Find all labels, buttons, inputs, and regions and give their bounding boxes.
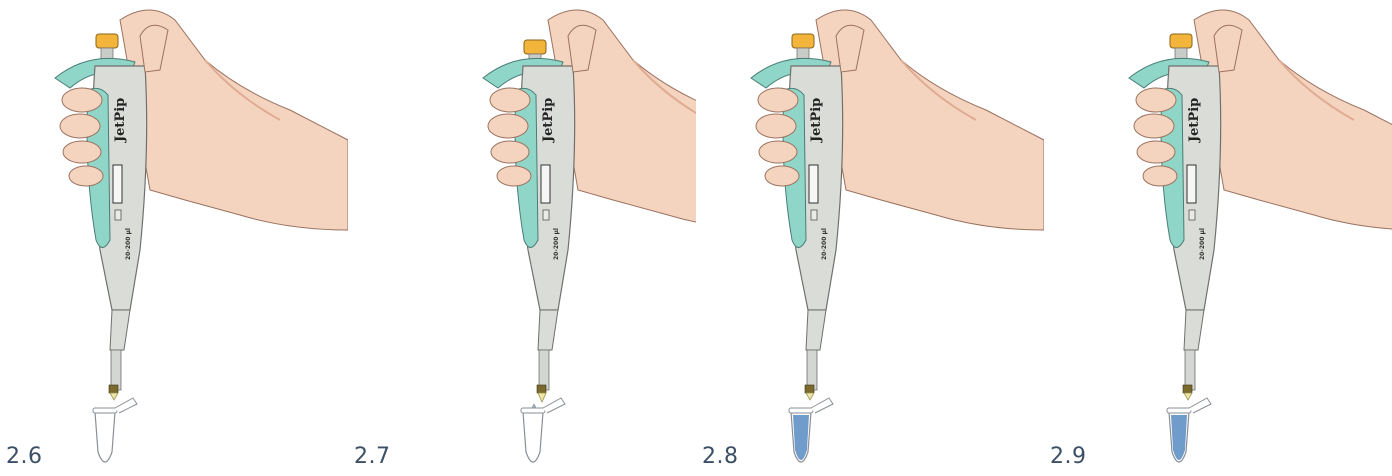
pipetting-illustration: JetPip 20-200 µl [696, 0, 1044, 476]
step-label: 2.9 [1050, 444, 1087, 469]
pipette: JetPip 20-200 µl [55, 34, 147, 400]
pipette-tip [806, 393, 814, 400]
step-label: 2.6 [6, 444, 43, 469]
pipette-tip [1184, 393, 1192, 400]
pipetting-illustration: JetPip 20-200 µl [0, 0, 348, 476]
tube-liquid [1171, 415, 1187, 460]
microtube [789, 398, 833, 462]
pipette: JetPip 20-200 µl [1129, 34, 1221, 400]
pipette-tip [538, 393, 546, 402]
plunger-button [96, 34, 118, 48]
step-panel: JetPip 20-200 µl 2.9 [1044, 0, 1392, 476]
range-text: 20-200 µl [553, 228, 560, 260]
brand-text: JetPip [1187, 98, 1202, 143]
step-panel: JetPip 20-200 µl 2.6 [0, 0, 348, 476]
brand-text: JetPip [541, 98, 556, 143]
brand-text: JetPip [113, 98, 128, 143]
plunger-button [792, 34, 814, 48]
step-panel: JetPip 20-200 µl 2.8 [696, 0, 1044, 476]
pipetting-illustration: JetPip 20-200 µl [1044, 0, 1392, 476]
plunger-button [1170, 34, 1192, 48]
pipetting-illustration: JetPip 20-200 µl [348, 0, 696, 476]
range-text: 20-200 µl [1199, 228, 1206, 260]
range-text: 20-200 µl [125, 228, 132, 260]
pipette-tip [110, 393, 118, 400]
pipette: JetPip 20-200 µl [751, 34, 843, 400]
brand-text: JetPip [809, 98, 824, 143]
plunger-button [524, 40, 546, 54]
range-text: 20-200 µl [821, 228, 828, 260]
tube-liquid [793, 415, 809, 460]
microtube [1167, 398, 1211, 462]
step-panel: JetPip 20-200 µl 2.7 [348, 0, 696, 476]
microtube [93, 398, 137, 462]
step-label: 2.7 [354, 444, 391, 469]
step-label: 2.8 [702, 444, 739, 469]
microtube [521, 398, 565, 462]
